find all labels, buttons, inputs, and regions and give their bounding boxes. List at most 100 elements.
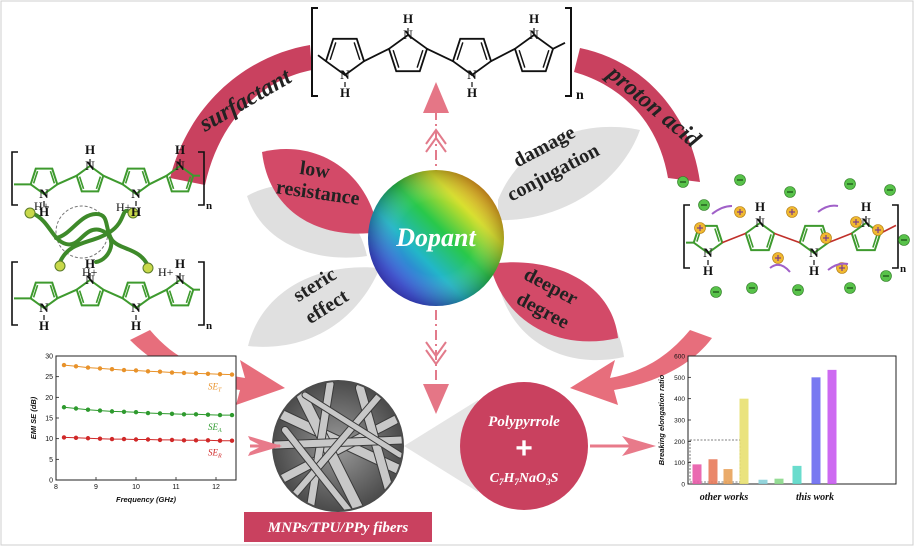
double-bond	[49, 170, 56, 184]
composite-formula: C7H7NaO3S	[490, 471, 559, 487]
nitrogen-label: N	[39, 186, 49, 201]
hydrogen-label: H	[131, 318, 141, 333]
hydrogen-label: H	[755, 199, 765, 214]
arrow-down-head	[423, 384, 449, 414]
nitrogen-label: N	[703, 245, 713, 260]
hydrogen-label: H	[85, 142, 95, 157]
nitrogen-label: N	[467, 67, 477, 82]
pyrrole-ring	[387, 33, 429, 73]
chain-end	[552, 42, 566, 50]
data-point	[133, 410, 139, 415]
double-bond	[329, 42, 337, 61]
group-label-other: other works	[700, 492, 749, 503]
ring-link	[148, 288, 168, 300]
emi-ylabel: EMI SE (dB)	[29, 396, 38, 439]
pyrrole-ring	[513, 33, 555, 73]
double-bond	[456, 42, 464, 61]
charge-hop-arrow	[817, 204, 839, 213]
pyrrole-ring	[29, 167, 59, 196]
series-label-sub: T	[218, 388, 222, 394]
data-point	[229, 372, 235, 377]
data-point	[73, 406, 79, 411]
ring-link	[56, 174, 78, 186]
h-plus-label: H+	[34, 199, 50, 213]
data-point	[61, 435, 67, 440]
bar	[739, 398, 749, 484]
data-point	[145, 369, 151, 374]
double-bond	[185, 176, 192, 190]
petal-text-low: low	[298, 157, 331, 183]
chevron-down-icon	[425, 341, 447, 358]
data-point	[217, 438, 223, 443]
y-tick-label: 30	[45, 354, 53, 361]
data-point	[205, 438, 211, 443]
pyrrole-ring	[75, 164, 105, 193]
data-point	[205, 371, 211, 376]
double-bond	[542, 49, 550, 68]
data-point	[145, 410, 151, 416]
data-point	[145, 437, 151, 442]
y-tick-label: 0	[681, 482, 685, 489]
surfactant-head	[127, 207, 139, 219]
ring-link	[102, 288, 124, 300]
pyrrole-ring	[692, 224, 724, 255]
y-tick-label: 600	[674, 354, 685, 361]
y-tick-label: 0	[49, 478, 53, 485]
double-bond	[168, 176, 175, 190]
petal-bottom-left	[248, 267, 380, 347]
double-bond	[353, 42, 361, 61]
double-bond	[748, 234, 754, 248]
bar	[811, 377, 821, 484]
chain-end	[317, 54, 327, 62]
data-point	[85, 436, 91, 441]
group-label-this: this work	[796, 492, 834, 503]
emi-chart: EMI SE (dB) Frequency (GHz) 051015202530…	[29, 354, 237, 504]
ring-link	[363, 48, 390, 62]
data-point	[193, 371, 199, 376]
x-tick-label: 10	[132, 484, 140, 491]
surfactant-head	[24, 207, 36, 219]
data-point	[157, 437, 163, 443]
double-bond	[95, 176, 102, 190]
bar	[758, 479, 768, 484]
y-tick-label: 500	[674, 375, 685, 382]
data-point	[109, 436, 115, 442]
double-bond	[124, 170, 131, 184]
y-tick-label: 200	[674, 439, 685, 446]
double-bond	[185, 290, 192, 304]
double-bond	[49, 284, 56, 298]
data-point	[193, 412, 199, 417]
composite-plus: +	[515, 432, 533, 465]
double-bond	[78, 176, 85, 190]
double-bond	[95, 290, 102, 304]
data-point	[97, 366, 103, 371]
data-point	[229, 412, 235, 418]
hydrogen-label: H	[39, 204, 49, 219]
pyrrole-ring	[451, 37, 493, 77]
double-bond	[32, 284, 39, 298]
double-bond	[141, 170, 148, 184]
data-point	[73, 435, 79, 441]
surfactant-head	[54, 260, 66, 272]
hydrogen-label: H	[131, 204, 141, 219]
data-point	[121, 367, 127, 373]
ring-link	[56, 288, 78, 300]
data-point	[97, 436, 103, 441]
fiber-group	[274, 382, 402, 510]
nitrogen-label: N	[809, 245, 819, 260]
top-repeat-n: n	[576, 88, 584, 103]
double-bond	[124, 284, 131, 298]
data-point	[85, 365, 91, 370]
x-tick-label: 9	[94, 484, 98, 491]
composite-name: Polypyrrole	[488, 414, 560, 430]
bar	[792, 465, 802, 484]
charge-hop-arrow	[827, 262, 849, 271]
hydrogen-label: H	[703, 263, 713, 278]
x-tick-label: 11	[172, 484, 179, 491]
data-point	[193, 438, 199, 443]
data-point	[133, 437, 139, 442]
ring-link	[490, 48, 516, 62]
hydrogen-label: H	[809, 263, 819, 278]
nitrogen-label: N	[175, 158, 185, 173]
